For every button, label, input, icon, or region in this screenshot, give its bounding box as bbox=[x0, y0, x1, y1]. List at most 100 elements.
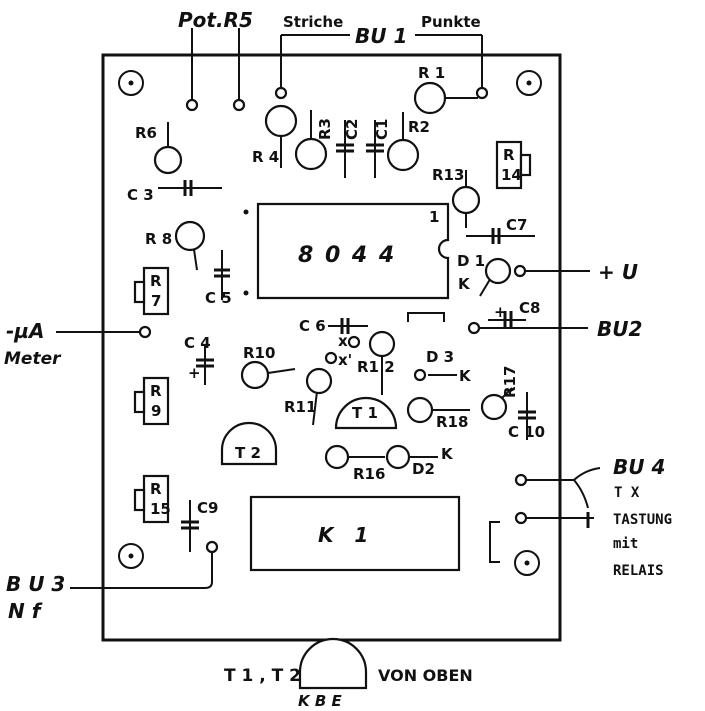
resistor-r1 bbox=[413, 81, 478, 115]
r9-label-b: 9 bbox=[151, 402, 161, 420]
bu3-label-b: N f bbox=[8, 599, 43, 623]
resistor-r8 bbox=[174, 220, 206, 271]
r15-label-a: R bbox=[150, 480, 162, 498]
r3-label: R3 bbox=[316, 118, 334, 140]
c3-label: C 3 bbox=[127, 186, 154, 204]
d1-k-label: K bbox=[458, 275, 471, 293]
capacitor-c9 bbox=[181, 500, 199, 552]
r1-label: R 1 bbox=[418, 64, 445, 82]
resistor-r13 bbox=[451, 170, 481, 228]
footer-caption: T 1 , T 2 bbox=[224, 666, 301, 686]
resistor-r12 bbox=[368, 330, 396, 395]
r4-label: R 4 bbox=[252, 148, 279, 166]
mounting-hole-top-left bbox=[118, 70, 144, 96]
plus-u-label: + U bbox=[598, 260, 638, 284]
d3-k-label: K bbox=[459, 367, 472, 385]
bu3-lead bbox=[70, 540, 219, 589]
capacitor-c6 bbox=[328, 318, 368, 334]
bu4-tastung-label: TASTUNG bbox=[613, 512, 672, 528]
c2-label: C2 bbox=[343, 119, 361, 140]
r10-label: R10 bbox=[243, 344, 275, 362]
c8-plus: + bbox=[494, 303, 507, 321]
resistor-r11 bbox=[305, 367, 333, 426]
relay-label: K 1 bbox=[318, 523, 368, 547]
resistor-r7 bbox=[133, 266, 170, 316]
jumper-bracket bbox=[407, 312, 445, 322]
resistor-r4 bbox=[264, 104, 298, 168]
capacitor-c8 bbox=[488, 311, 526, 329]
resistor-r15 bbox=[133, 474, 170, 524]
r16-label: R16 bbox=[353, 465, 385, 483]
capacitor-c2 bbox=[336, 120, 354, 178]
capacitor-c7 bbox=[466, 228, 535, 244]
c8-label: C8 bbox=[519, 299, 540, 317]
resistor-r17 bbox=[480, 387, 513, 421]
diode-d2 bbox=[385, 444, 438, 470]
r12-label: R1 2 bbox=[357, 358, 395, 376]
r14-label-a: R bbox=[503, 146, 515, 164]
bu2-label: BU2 bbox=[597, 317, 642, 341]
capacitor-c4 bbox=[196, 345, 214, 385]
striche-label: Striche bbox=[283, 13, 343, 31]
mounting-hole-bottom-left bbox=[118, 543, 144, 569]
bu4-label: BU 4 bbox=[613, 455, 665, 479]
c4-label: C 4 bbox=[184, 334, 211, 352]
test-points bbox=[324, 335, 361, 365]
c7-label: C7 bbox=[506, 216, 527, 234]
mounting-hole-bottom-right bbox=[514, 550, 540, 576]
punkte-lead bbox=[415, 34, 489, 100]
d2-k-label: K bbox=[441, 445, 454, 463]
ic-label: 8 0 4 4 bbox=[298, 243, 396, 268]
footer-pins: K B E bbox=[298, 692, 343, 710]
resistor-r16 bbox=[324, 444, 385, 470]
ic-8044 bbox=[243, 202, 450, 300]
resistor-r2 bbox=[386, 112, 420, 172]
ic-pin1-label: 1 bbox=[429, 208, 439, 226]
striche-lead bbox=[274, 34, 350, 100]
c6-label: C 6 bbox=[299, 317, 326, 335]
x-prime-label: x' bbox=[338, 351, 352, 369]
r13-label: R13 bbox=[432, 166, 464, 184]
capacitor-c3 bbox=[158, 180, 222, 196]
bu3-label-a: B U 3 bbox=[6, 572, 65, 596]
r7-label-a: R bbox=[150, 272, 162, 290]
d3-label: D 3 bbox=[426, 348, 454, 366]
resistor-r14 bbox=[495, 140, 532, 190]
r15-label-b: 15 bbox=[150, 500, 171, 518]
r18-label: R18 bbox=[436, 413, 468, 431]
d2-label: D2 bbox=[412, 460, 435, 478]
c5-label: C 5 bbox=[205, 289, 232, 307]
bu4-relais-label: RELAIS bbox=[613, 563, 664, 579]
transistor-t2 bbox=[220, 421, 278, 466]
c9-label: C9 bbox=[197, 499, 218, 517]
transistor-t1 bbox=[334, 396, 398, 430]
pot-r5-label: Pot.R5 bbox=[178, 8, 253, 32]
resistor-r9 bbox=[133, 376, 170, 426]
ua-meter-label-b: Meter bbox=[4, 349, 62, 369]
bu2-lead bbox=[467, 321, 588, 335]
r17-label: R17 bbox=[501, 366, 519, 398]
x-label: x bbox=[338, 332, 348, 350]
r7-label-b: 7 bbox=[151, 292, 161, 310]
ua-meter-lead bbox=[56, 325, 152, 339]
bu4-contacts bbox=[489, 467, 601, 563]
capacitor-c10 bbox=[518, 392, 536, 440]
r14-label-b: 14 bbox=[501, 166, 522, 184]
t2-label: T 2 bbox=[235, 444, 261, 462]
pot-r5-leads bbox=[185, 28, 246, 112]
punkte-label: Punkte bbox=[421, 13, 481, 31]
ua-meter-label-a: -µA bbox=[6, 319, 45, 343]
r2-label: R2 bbox=[408, 118, 430, 136]
r6-label: R6 bbox=[135, 124, 157, 142]
diode-d1 bbox=[479, 257, 590, 297]
bu1-label: BU 1 bbox=[355, 24, 407, 48]
capacitor-c5 bbox=[214, 250, 230, 300]
bu4-tx-label: T X bbox=[614, 485, 640, 501]
r9-label-a: R bbox=[150, 382, 162, 400]
diode-d3 bbox=[413, 368, 457, 382]
resistor-r10 bbox=[240, 360, 296, 390]
transistor-pinout-outline bbox=[298, 637, 368, 690]
resistor-r3 bbox=[294, 110, 328, 171]
r11-label: R11 bbox=[284, 398, 316, 416]
r8-label: R 8 bbox=[145, 230, 172, 248]
